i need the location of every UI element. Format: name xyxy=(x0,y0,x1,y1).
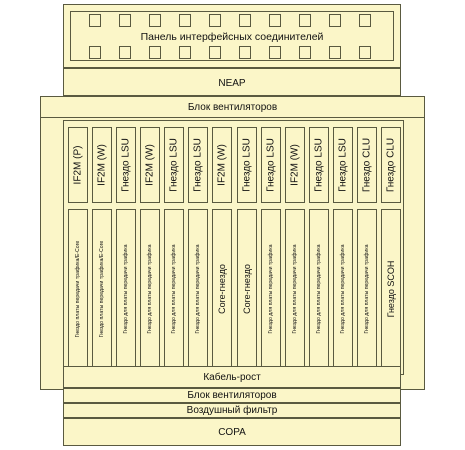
copa-label: COPA xyxy=(218,427,246,438)
slot-lower: Гнездо для платы передачи трафика xyxy=(260,209,281,369)
connector-panel-label: Панель интерфейсных соединителей xyxy=(140,31,324,43)
slot-lower: Core-гнездо xyxy=(236,209,257,369)
slot-lower: Core-гнездо xyxy=(212,209,233,369)
slot-lower: Гнездо для платы передачи трафика xyxy=(140,209,161,369)
chassis: Блок вентиляторов IF2M (P) IF2M (W) Гнездо… xyxy=(40,96,425,390)
slot-lower-label: Гнездо для платы передачи трафика xyxy=(315,244,322,334)
slot-lower: Гнездо для платы передачи трафика xyxy=(188,209,209,369)
slot-lower-label: Гнездо для платы передачи трафика xyxy=(171,244,178,334)
slot-upper: IF2M (W) xyxy=(92,127,113,203)
slot-lower-label: Гнездо платы передачи трафика/E-Core xyxy=(75,240,82,338)
connector-tab xyxy=(239,46,251,59)
slot-upper-label: Гнездо LSU xyxy=(265,138,277,192)
cable-rack-label: Кабель-рост xyxy=(203,372,261,383)
slot-upper: IF2M (W) xyxy=(284,127,305,203)
connector-tab xyxy=(179,46,191,59)
slot-lower: Гнездо для платы передачи трафика xyxy=(284,209,305,369)
slot-upper: Гнездо LSU xyxy=(308,127,329,203)
slot-upper-label: Гнездо LSU xyxy=(168,138,180,192)
connector-tab xyxy=(119,46,131,59)
slot-upper: Гнездо LSU xyxy=(188,127,209,203)
slot-lower-label: Core-гнездо xyxy=(241,264,252,314)
copa-block: COPA xyxy=(63,418,401,446)
connector-tab xyxy=(239,14,251,27)
neap-block: NEAP xyxy=(63,68,401,96)
slot-upper: Гнездо LSU xyxy=(260,127,281,203)
slot-upper-label: Гнездо CLU xyxy=(361,137,373,193)
fan-block-top-label: Блок вентиляторов xyxy=(187,102,278,113)
connector-tab xyxy=(269,14,281,27)
slot-upper: IF2M (W) xyxy=(212,127,233,203)
slot-lower-label: Core-гнездо xyxy=(217,264,228,314)
slot-lower-label: Гнездо платы передачи трафика/E-Core xyxy=(99,240,106,338)
fan-block-top-divider xyxy=(41,117,424,118)
connector-tab xyxy=(149,14,161,27)
slot-upper: Гнездо LSU xyxy=(116,127,137,203)
slot-upper-label: Гнездо LSU xyxy=(241,138,253,192)
connector-panel: Панель интерфейсных соединителей xyxy=(63,4,401,68)
connector-tab xyxy=(149,46,161,59)
slot-upper-label: Гнездо CLU xyxy=(385,137,397,193)
slot-upper-label: IF2M (W) xyxy=(289,144,301,186)
connector-tab xyxy=(299,46,311,59)
connector-tab xyxy=(269,46,281,59)
slot-upper-label: IF2M (W) xyxy=(216,144,228,186)
slot-upper-label: Гнездо LSU xyxy=(313,138,325,192)
air-filter-block: Воздушный фильтр xyxy=(63,403,401,418)
slot-lower: Гнездо для платы передачи трафика xyxy=(308,209,329,369)
connector-tab xyxy=(209,46,221,59)
slot-lower: Гнездо для платы передачи трафика xyxy=(332,209,353,369)
neap-label: NEAP xyxy=(218,78,246,89)
slot-lower: Гнездо для платы передачи трафика xyxy=(116,209,137,369)
connector-tab xyxy=(89,46,101,59)
connector-tab xyxy=(299,14,311,27)
connector-tab xyxy=(359,14,371,27)
connector-tab xyxy=(119,14,131,27)
slot-lower: Гнездо платы передачи трафика/E-Core xyxy=(92,209,113,369)
slot-lower-label: Гнездо SCOH xyxy=(385,260,396,318)
connector-tab xyxy=(329,14,341,27)
slot-lower: Гнездо платы передачи трафика/E-Core xyxy=(68,209,89,369)
slot-lower-label: Гнездо для платы передачи трафика xyxy=(147,244,154,334)
slot-lower-label: Гнездо для платы передачи трафика xyxy=(339,244,346,334)
fan-block-bottom-label: Блок вентиляторов xyxy=(187,390,277,401)
slot-upper-label: IF2M (W) xyxy=(144,144,156,186)
connector-tab xyxy=(89,14,101,27)
slot-upper: IF2M (W) xyxy=(140,127,161,203)
slot-lower: Гнездо для платы передачи трафика xyxy=(356,209,377,369)
connector-tab xyxy=(359,46,371,59)
slot-lower-label: Гнездо для платы передачи трафика xyxy=(363,244,370,334)
slot-upper: Гнездо CLU xyxy=(380,127,401,203)
connector-panel-inner: Панель интерфейсных соединителей xyxy=(70,11,394,61)
slot-lower: Гнездо SCOH xyxy=(380,209,401,369)
slot-upper-label: IF2M (W) xyxy=(96,144,108,186)
slot-lower-label: Гнездо для платы передачи трафика xyxy=(291,244,298,334)
slot-lower-label: Гнездо для платы передачи трафика xyxy=(195,244,202,334)
air-filter-label: Воздушный фильтр xyxy=(186,405,278,416)
slot-upper-label: Гнездо LSU xyxy=(337,138,349,192)
cable-rack-block: Кабель-рост xyxy=(63,366,401,388)
slot-upper: Гнездо LSU xyxy=(332,127,353,203)
slot-upper: IF2M (P) xyxy=(68,127,89,203)
slot-lower-label: Гнездо для платы передачи трафика xyxy=(123,244,130,334)
connector-tab xyxy=(209,14,221,27)
slot-area: IF2M (P) IF2M (W) Гнездо LSU IF2M (W) Гнездо… xyxy=(63,120,404,375)
fan-block-bottom: Блок вентиляторов xyxy=(63,388,401,403)
slot-lower: Гнездо для платы передачи трафика xyxy=(164,209,185,369)
connector-tab xyxy=(329,46,341,59)
slot-upper-label: IF2M (P) xyxy=(72,145,84,185)
slot-lower-label: Гнездо для платы передачи трафика xyxy=(267,244,274,334)
slot-upper-label: Гнездо LSU xyxy=(120,138,132,192)
slot-upper: Гнездо LSU xyxy=(236,127,257,203)
connector-tab xyxy=(179,14,191,27)
slot-upper: Гнездо LSU xyxy=(164,127,185,203)
slot-upper: Гнездо CLU xyxy=(356,127,377,203)
slot-upper-label: Гнездо LSU xyxy=(192,138,204,192)
